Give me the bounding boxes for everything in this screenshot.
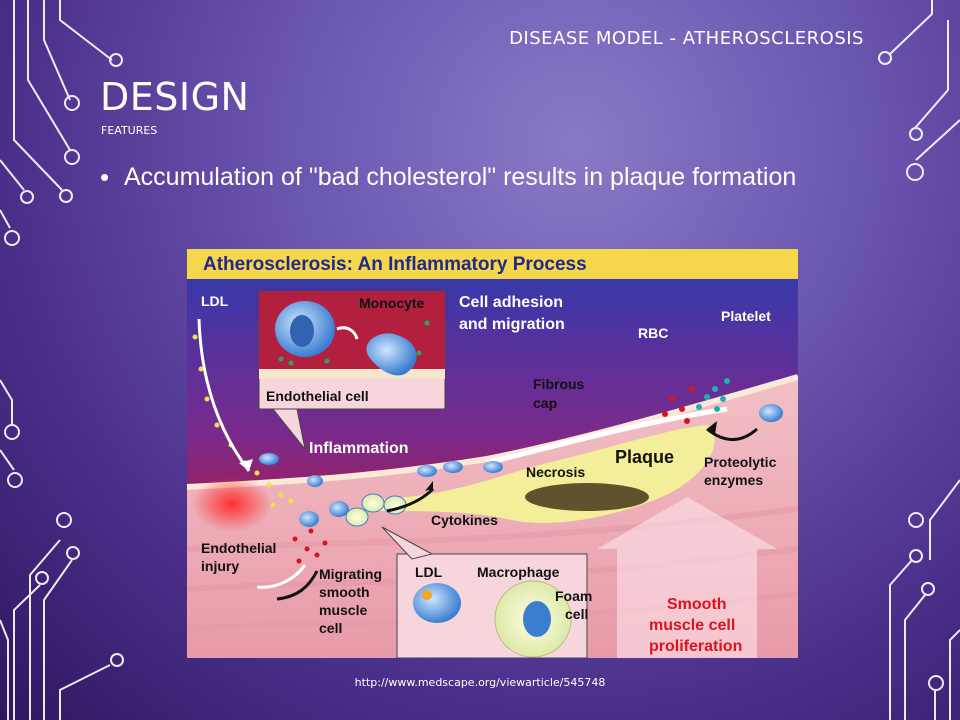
label-proteolytic-1: Proteolytic xyxy=(704,454,777,470)
atherosclerosis-figure: Atherosclerosis: An Inflammatory Process xyxy=(187,249,798,658)
label-cell-adhesion-1: Cell adhesion xyxy=(459,294,563,311)
label-rbc: RBC xyxy=(638,325,668,341)
label-fibrous-1: Fibrous xyxy=(533,376,585,392)
slide-subtitle: FEATURES xyxy=(101,124,158,137)
label-migrating-1: Migrating xyxy=(319,566,382,582)
label-proteolytic-2: enzymes xyxy=(704,472,763,488)
label-smc-2: muscle cell xyxy=(649,617,735,634)
atherosclerosis-illustration: Atherosclerosis: An Inflammatory Process xyxy=(187,249,798,658)
figure-title: Atherosclerosis: An Inflammatory Process xyxy=(203,254,587,275)
bullet-text: Accumulation of "bad cholesterol" result… xyxy=(124,163,797,191)
label-smc-3: proliferation xyxy=(649,638,742,655)
bullet-dot-icon: • xyxy=(100,162,110,192)
label-smc-1: Smooth xyxy=(667,596,727,613)
label-inset-ldl: LDL xyxy=(415,564,443,580)
label-cell-adhesion-2: and migration xyxy=(459,316,565,333)
label-migrating-2: smooth xyxy=(319,584,370,600)
label-endothelial-injury-2: injury xyxy=(201,558,239,574)
label-endothelial-injury-1: Endothelial xyxy=(201,540,276,556)
slide-title: DESIGN xyxy=(100,75,250,119)
label-ldl: LDL xyxy=(201,293,229,309)
label-necrosis: Necrosis xyxy=(526,464,585,480)
label-monocyte: Monocyte xyxy=(359,295,425,311)
label-inflammation: Inflammation xyxy=(309,440,409,457)
label-migrating-4: cell xyxy=(319,620,342,636)
bullet-item: • Accumulation of "bad cholesterol" resu… xyxy=(100,158,800,196)
label-foam-2: cell xyxy=(565,606,588,622)
label-macrophage: Macrophage xyxy=(477,564,560,580)
label-fibrous-2: cap xyxy=(533,395,557,411)
source-link[interactable]: http://www.medscape.org/viewarticle/5457… xyxy=(354,676,606,689)
label-platelet: Platelet xyxy=(721,308,771,324)
label-endothelial-cell: Endothelial cell xyxy=(266,388,369,404)
label-plaque: Plaque xyxy=(615,447,674,467)
label-migrating-3: muscle xyxy=(319,602,367,618)
label-cytokines: Cytokines xyxy=(431,512,498,528)
slide-tag: DISEASE MODEL - ATHEROSCLEROSIS xyxy=(509,28,864,49)
label-foam-1: Foam xyxy=(555,588,592,604)
